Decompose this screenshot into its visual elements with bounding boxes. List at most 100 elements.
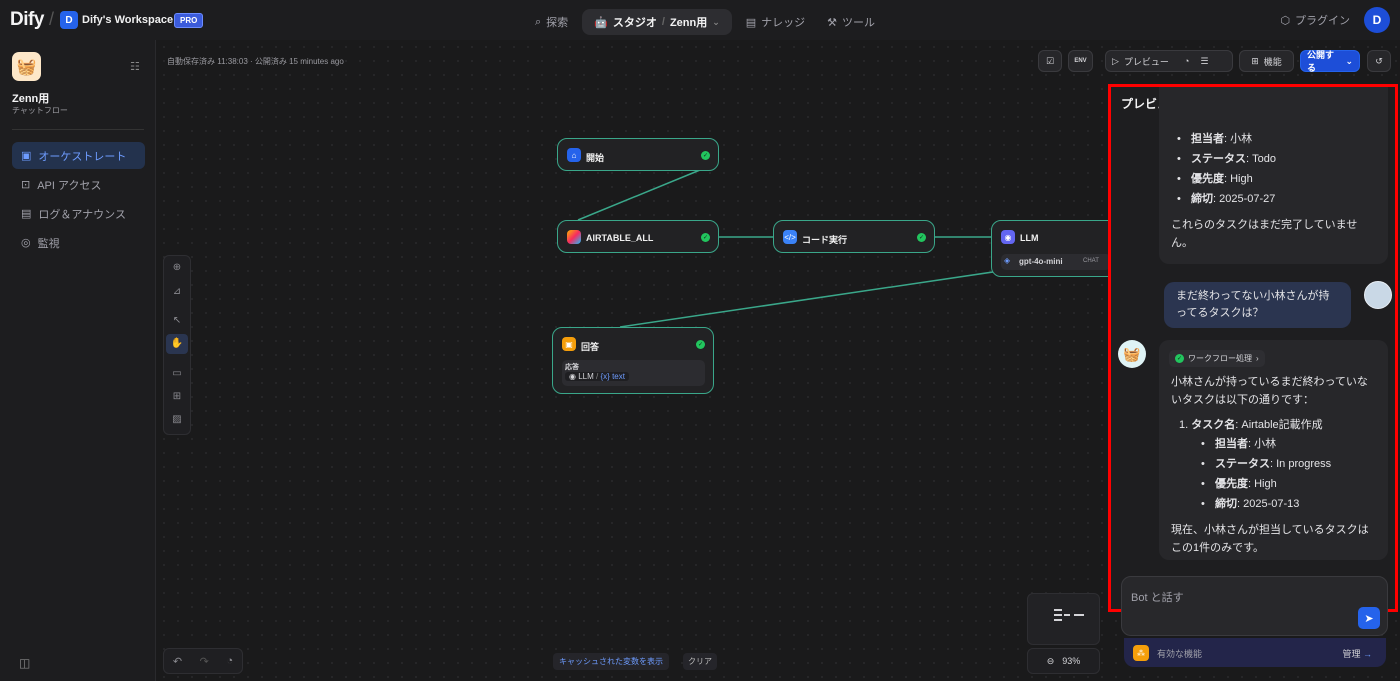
zoom-out-icon[interactable]: ⊖ bbox=[1046, 655, 1055, 666]
user-avatar bbox=[1364, 281, 1392, 309]
node-start[interactable]: ⌂ 開始 ✓ bbox=[557, 138, 719, 171]
workspace-name: Dify's Workspace bbox=[82, 14, 174, 26]
plugins-label: プラグイン bbox=[1295, 15, 1350, 27]
node-title: 開始 bbox=[586, 153, 605, 163]
node-code[interactable]: </> コード実行 ✓ bbox=[773, 220, 935, 253]
user-message-text: ってるタスクは？ bbox=[1176, 307, 1264, 319]
preview-button[interactable]: ▷プレビュー◔☰ bbox=[1105, 50, 1233, 72]
hammer-icon: ⚒ bbox=[827, 16, 838, 29]
success-check-icon: ✓ bbox=[696, 340, 705, 349]
sidebar-item-label: API アクセス bbox=[37, 179, 102, 192]
show-cached-vars-button[interactable]: キャッシュされた変数を表示 bbox=[553, 653, 669, 670]
export-image-icon[interactable]: ▭ bbox=[172, 368, 182, 379]
checklist-button[interactable]: ☑ bbox=[1038, 50, 1062, 72]
sidebar-item-orchestrate[interactable]: ▣オーケストレート bbox=[12, 142, 145, 169]
list-item: 担当者: 小林 bbox=[1177, 129, 1252, 149]
book-icon: ▤ bbox=[745, 16, 757, 29]
env-button[interactable]: ENV bbox=[1068, 50, 1093, 72]
undo-icon[interactable]: ↶ bbox=[172, 655, 183, 668]
robot-icon: 🤖 bbox=[594, 16, 608, 29]
list-item: 優先度: High bbox=[1177, 169, 1253, 189]
success-check-icon: ✓ bbox=[701, 151, 710, 160]
node-airtable[interactable]: AIRTABLE_ALL ✓ bbox=[557, 220, 719, 253]
basket-icon: 🧺 bbox=[16, 58, 37, 76]
send-button[interactable]: ➤ bbox=[1358, 607, 1380, 629]
llm-model-name: gpt-4o-mini bbox=[1019, 257, 1063, 266]
message-text: これらのタスクはまだ完了していませ bbox=[1171, 219, 1358, 231]
pointer-icon[interactable]: ↖ bbox=[172, 315, 182, 326]
chat-input[interactable]: Bot と話す bbox=[1121, 576, 1388, 636]
nav-knowledge-label: ナレッジ bbox=[761, 17, 806, 29]
publish-button[interactable]: 公開する⌄ bbox=[1300, 50, 1360, 73]
dify-logo[interactable]: Dify bbox=[10, 9, 44, 30]
chat-input-placeholder: Bot と話す bbox=[1131, 592, 1184, 604]
answer-output-box: 応答 ◉ LLM / {x} text bbox=[562, 360, 705, 386]
node-answer[interactable]: ▣ 回答 ✓ 応答 ◉ LLM / {x} text bbox=[552, 327, 714, 394]
clear-button[interactable]: クリア bbox=[683, 653, 717, 670]
success-check-icon: ✓ bbox=[917, 233, 926, 242]
answer-var-name: text bbox=[612, 372, 625, 381]
arrow-right-icon: → bbox=[1363, 649, 1372, 659]
workflow-label: ワークフロー処理 bbox=[1188, 353, 1252, 363]
zoom-level: 93% bbox=[1062, 656, 1081, 666]
nav-knowledge[interactable]: ▤ ナレッジ bbox=[738, 9, 813, 35]
answer-var-node: LLM bbox=[578, 372, 594, 381]
openai-icon: ◈ bbox=[1004, 256, 1011, 265]
nav-studio[interactable]: 🤖スタジオ/Zenn用⌄ bbox=[582, 9, 732, 35]
zoom-control[interactable]: ⊖ 93% bbox=[1027, 648, 1100, 674]
features-button[interactable]: ⊞機能 bbox=[1239, 50, 1294, 72]
sidebar-item-monitor[interactable]: ◎監視 bbox=[12, 229, 145, 256]
app-icon: 🧺 bbox=[12, 52, 41, 81]
history-clock-icon[interactable]: ◔ bbox=[1183, 56, 1190, 66]
plugins-button[interactable]: ⬡ プラグイン bbox=[1280, 12, 1350, 28]
cube-icon: ⬡ bbox=[1280, 14, 1290, 27]
settings-sliders-icon[interactable]: ☷ bbox=[130, 61, 140, 73]
user-message-text: まだ終わってない小林さんが持 bbox=[1176, 290, 1330, 302]
nav-studio-app[interactable]: Zenn用 bbox=[669, 17, 708, 29]
minimap[interactable] bbox=[1027, 593, 1100, 645]
list-item: ステータス: In progress bbox=[1201, 454, 1331, 474]
add-note-icon[interactable]: ⊿ bbox=[172, 286, 182, 297]
list-item: ステータス: Todo bbox=[1177, 149, 1276, 169]
sidebar-item-api[interactable]: ⊡API アクセス bbox=[12, 171, 145, 198]
bot-avatar: 🧺 bbox=[1118, 340, 1146, 368]
workspace-avatar[interactable]: D bbox=[60, 11, 78, 29]
organize-icon[interactable]: ⊞ bbox=[172, 391, 182, 402]
nav-studio-label: スタジオ bbox=[612, 17, 657, 29]
nav-explore[interactable]: ⌕探索 bbox=[527, 9, 576, 35]
message-text: 小林さんが持っているまだ終わっていな bbox=[1171, 376, 1368, 388]
features-label: 有効な機能 bbox=[1157, 649, 1203, 659]
node-title: AIRTABLE_ALL bbox=[586, 233, 654, 243]
sidebar-item-label: 監視 bbox=[37, 237, 60, 250]
autosave-status: 自動保存済み 11:38:03 · 公開済み 15 minutes ago bbox=[167, 57, 344, 66]
layout-icon: ▣ bbox=[21, 150, 32, 162]
redo-icon[interactable]: ↷ bbox=[199, 655, 209, 668]
node-title: コード実行 bbox=[802, 235, 848, 245]
llm-model-tag: CHAT bbox=[1083, 258, 1099, 264]
history-icon[interactable]: ◔ bbox=[226, 655, 234, 667]
workflow-process-toggle[interactable]: ✓ワークフロー処理› bbox=[1169, 350, 1265, 367]
message-text: 現在、小林さんが担当しているタスクは bbox=[1171, 524, 1369, 536]
hand-icon[interactable]: ✋ bbox=[166, 334, 188, 354]
answer-icon: ▣ bbox=[562, 337, 576, 351]
canvas-tool-palette: ⊕ ⊿ ↖ ✋ ▭ ⊞ ▨ bbox=[163, 255, 191, 435]
list-check-icon[interactable]: ☰ bbox=[1200, 55, 1209, 66]
undo-redo-bar: ↶ ↷ ◔ bbox=[163, 648, 243, 674]
numbered-item: 1. タスク名: Airtable記載作成 bbox=[1179, 419, 1323, 431]
preview-panel: プレビュー ↻ | ✕ 担当者: 小林 ステータス: Todo 優先度: Hig… bbox=[1108, 84, 1398, 612]
user-avatar[interactable]: D bbox=[1364, 7, 1390, 33]
plan-badge: PRO bbox=[174, 13, 204, 28]
list-item: 優先度: High bbox=[1201, 474, 1277, 494]
home-icon: ⌂ bbox=[567, 148, 581, 162]
answer-var-sep: / bbox=[596, 372, 599, 381]
workspace-selector[interactable]: Dify's Workspace ⌄ bbox=[82, 13, 185, 26]
add-node-icon[interactable]: ⊕ bbox=[172, 262, 182, 273]
manage-features-link[interactable]: 管理 → bbox=[1342, 647, 1372, 660]
llm-icon: ◉ bbox=[569, 372, 576, 381]
sidebar-item-logs[interactable]: ▤ログ＆アナウンス bbox=[12, 200, 145, 227]
apps-icon: ⊞ bbox=[1251, 55, 1259, 66]
version-history-button[interactable]: ↺ bbox=[1367, 50, 1391, 72]
sidebar-collapse-icon[interactable]: ◫ bbox=[19, 656, 31, 670]
nav-tools[interactable]: ⚒ツール bbox=[819, 9, 883, 35]
minimap-toggle-icon[interactable]: ▨ bbox=[172, 414, 182, 425]
